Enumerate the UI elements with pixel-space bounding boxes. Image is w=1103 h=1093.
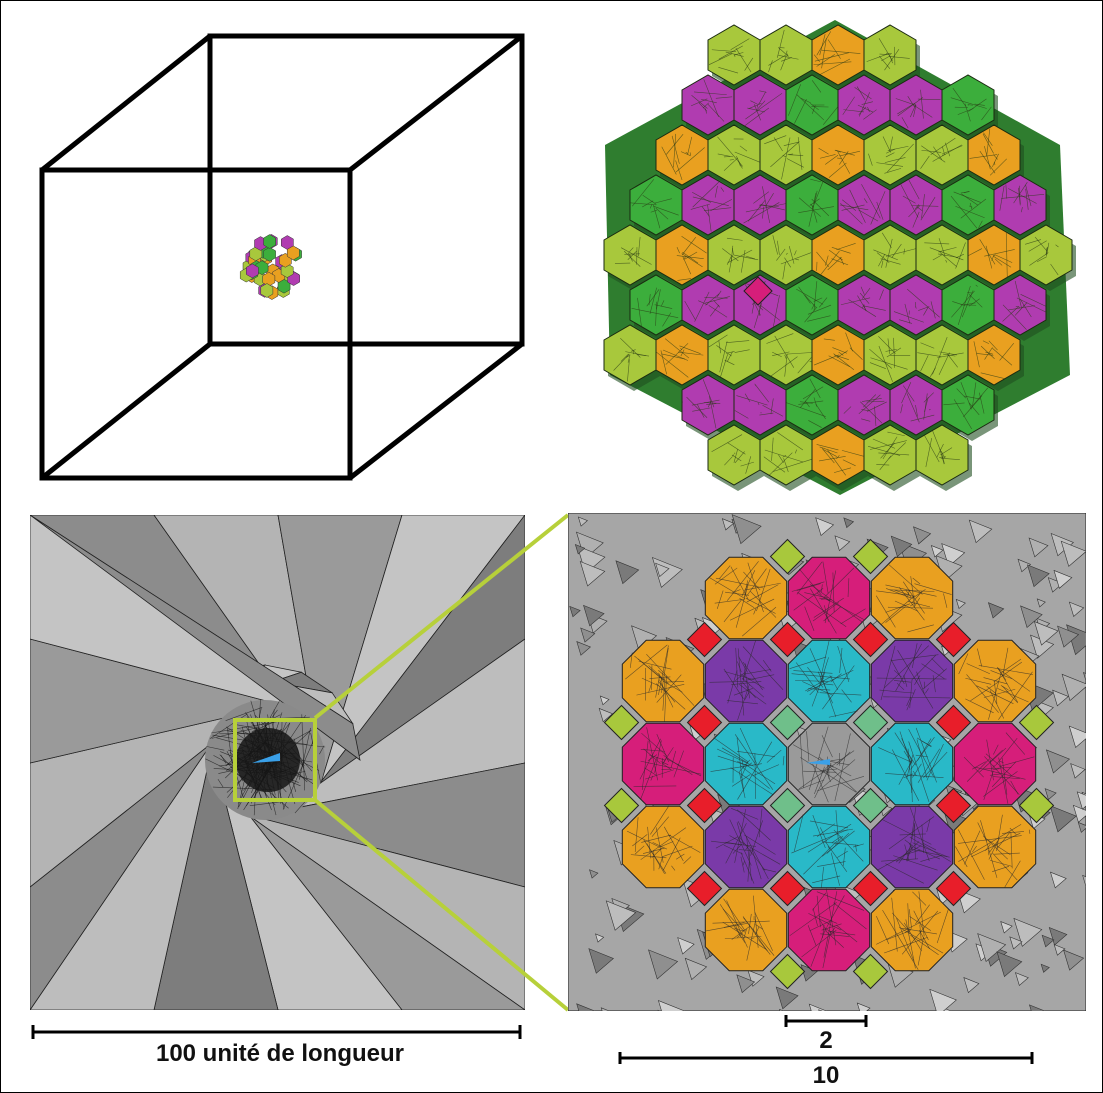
axis-triad-icon <box>252 753 280 763</box>
mesh-zoom-image <box>568 513 1086 1011</box>
zoom-region-box <box>233 718 317 802</box>
mesh-cluster-icon <box>603 20 1076 495</box>
zoom-cells <box>568 513 1086 1011</box>
scale-right-large-label: 10 <box>812 1062 840 1089</box>
wireframe-cube-icon <box>39 33 525 481</box>
cluster-cells <box>603 20 1076 495</box>
cube-panel <box>30 20 540 490</box>
axis-triad-icon <box>806 759 830 765</box>
mesh-zoom-panel <box>568 513 1086 1011</box>
cluster-3d-panel <box>590 15 1080 500</box>
scale-left-label: 100 unité de longueur <box>155 1040 405 1067</box>
small-mesh-cluster <box>239 234 302 300</box>
scale-right-small-label: 2 <box>819 1027 833 1054</box>
